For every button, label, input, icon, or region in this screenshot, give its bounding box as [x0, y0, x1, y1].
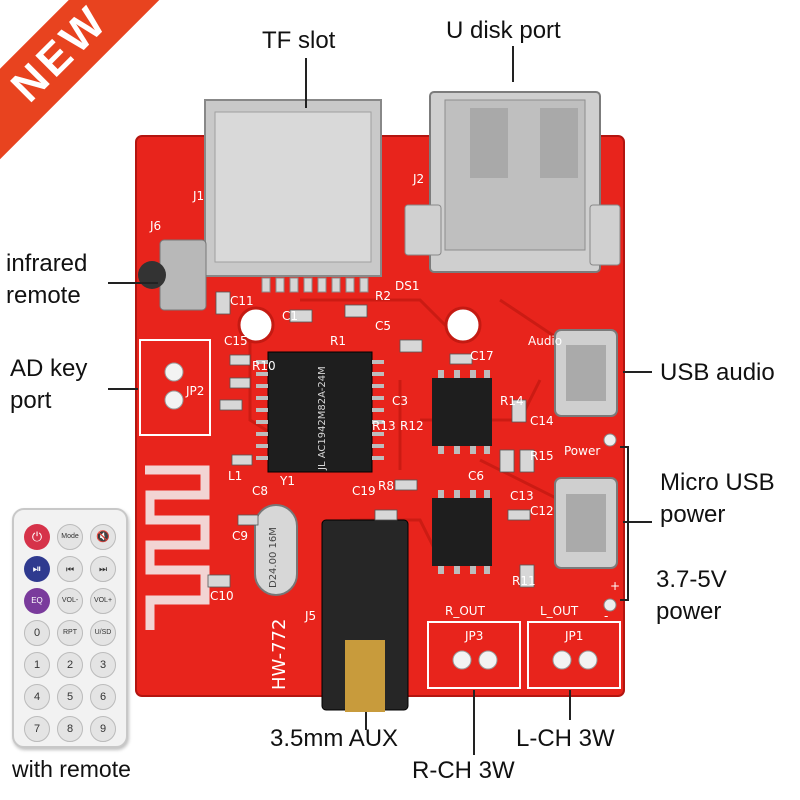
silk-j6: J6	[149, 219, 161, 233]
remote-mode-button[interactable]: Mode	[57, 524, 83, 550]
remote-digit-2-button[interactable]: 2	[57, 652, 83, 678]
main-chip	[267, 351, 373, 473]
silk-c12: C12	[530, 504, 554, 518]
silk-r2: R2	[375, 289, 391, 303]
label-ad-key-port: AD key port	[10, 353, 87, 417]
label-rch: R-CH 3W	[412, 757, 515, 784]
label-micro-usb-line2: power	[660, 501, 726, 528]
silk-r12: R12	[400, 419, 424, 433]
remote-power-button[interactable]: ⏻	[24, 524, 50, 550]
silk-l1: L1	[228, 469, 242, 483]
silk-c11: C11	[230, 294, 254, 308]
remote-next-button[interactable]: ⏭	[90, 556, 116, 582]
silk-c3: C3	[392, 394, 408, 408]
crystal	[254, 504, 298, 596]
silk-plus: +	[610, 579, 620, 593]
silk-jp3: JP3	[464, 629, 483, 643]
silk-c14: C14	[530, 414, 554, 428]
remote-play-pause-button[interactable]: ⏯	[24, 556, 50, 582]
antenna-trace	[145, 465, 210, 630]
silk-j5: J5	[304, 609, 316, 623]
silk-r13: R13	[372, 419, 396, 433]
ir-remote-control: ⏻ Mode 🔇 ⏯ ⏮ ⏭ EQ VOL- VOL+ 0 RPT U/SD 1…	[12, 508, 128, 748]
label-u-disk-port: U disk port	[446, 17, 561, 44]
silk-r8: R8	[378, 479, 394, 493]
silk-jp2: JP2	[185, 384, 204, 398]
label-infrared-line1: infrared	[6, 250, 88, 277]
label-tf-slot: TF slot	[262, 27, 336, 54]
label-micro-usb-line1: Micro USB	[660, 469, 775, 496]
remote-digit-9-button[interactable]: 9	[90, 716, 116, 742]
silk-c17: C17	[470, 349, 494, 363]
label-3v7-power: 3.7-5V power	[656, 564, 727, 628]
silk-l-out: L_OUT	[540, 604, 579, 618]
label-usb-audio: USB audio	[660, 359, 775, 386]
label-3v7-line2: power	[656, 598, 722, 625]
silk-minus: -	[604, 609, 608, 623]
label-ad-key-line1: AD key	[10, 355, 88, 382]
board-model: HW-772	[269, 619, 290, 690]
label-lch: L-CH 3W	[516, 725, 615, 752]
label-infrared-line2: remote	[6, 282, 81, 309]
remote-digit-3-button[interactable]: 3	[90, 652, 116, 678]
chip-marking: JL AC1942M82A-24M	[317, 366, 328, 471]
label-3v7-line1: 3.7-5V	[656, 566, 727, 593]
silk-c15: C15	[224, 334, 248, 348]
silk-j2: J2	[412, 172, 424, 186]
crystal-marking: D24.00 16M	[268, 527, 279, 588]
silk-c9: C9	[232, 529, 248, 543]
remote-digit-5-button[interactable]: 5	[57, 684, 83, 710]
remote-eq-button[interactable]: EQ	[24, 588, 50, 614]
silk-power: Power	[564, 444, 600, 458]
label-with-remote: with remote	[12, 756, 131, 782]
silk-c5: C5	[375, 319, 391, 333]
silk-c8: C8	[252, 484, 268, 498]
remote-button-grid: ⏻ Mode 🔇 ⏯ ⏮ ⏭ EQ VOL- VOL+ 0 RPT U/SD 1…	[24, 524, 116, 742]
silk-r1: R1	[330, 334, 346, 348]
label-infrared-remote: infrared remote	[6, 248, 87, 312]
silk-audio: Audio	[528, 334, 562, 348]
remote-vol-up-button[interactable]: VOL+	[90, 588, 116, 614]
silk-c1: C1	[282, 309, 298, 323]
remote-mute-button[interactable]: 🔇	[90, 524, 116, 550]
remote-usb-sd-button[interactable]: U/SD	[90, 620, 116, 646]
amp-chip-bottom	[432, 498, 492, 566]
label-micro-usb-power: Micro USB power	[660, 467, 775, 531]
label-ad-key-line2: port	[10, 387, 52, 414]
remote-digit-7-button[interactable]: 7	[24, 716, 50, 742]
silk-ds1: DS1	[395, 279, 420, 293]
silk-r10: R10	[252, 359, 276, 373]
silk-jp1: JP1	[564, 629, 583, 643]
label-aux: 3.5mm AUX	[270, 725, 399, 752]
silk-r-out: R_OUT	[445, 604, 486, 618]
silk-c6: C6	[468, 469, 484, 483]
silk-c10: C10	[210, 589, 234, 603]
silk-c13: C13	[510, 489, 534, 503]
remote-prev-button[interactable]: ⏮	[57, 556, 83, 582]
remote-digit-4-button[interactable]: 4	[24, 684, 50, 710]
silk-r14: R14	[500, 394, 524, 408]
remote-digit-8-button[interactable]: 8	[57, 716, 83, 742]
remote-digit-0-button[interactable]: 0	[24, 620, 50, 646]
remote-repeat-button[interactable]: RPT	[57, 620, 83, 646]
remote-digit-1-button[interactable]: 1	[24, 652, 50, 678]
remote-digit-6-button[interactable]: 6	[90, 684, 116, 710]
silk-r11: R11	[512, 574, 536, 588]
silk-c19: C19	[352, 484, 376, 498]
silk-r15: R15	[530, 449, 554, 463]
amp-chip-top	[432, 378, 492, 446]
ir-receiver	[159, 239, 207, 311]
silk-j1: J1	[192, 189, 204, 203]
remote-vol-down-button[interactable]: VOL-	[57, 588, 83, 614]
silk-y1: Y1	[279, 474, 295, 488]
